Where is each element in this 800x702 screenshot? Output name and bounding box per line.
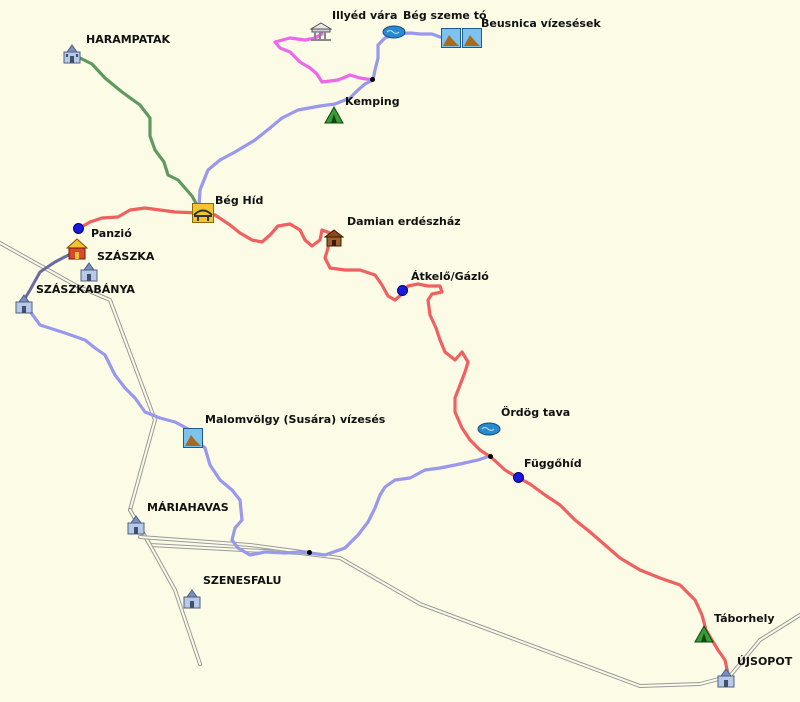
waterfall-icon[interactable]	[441, 28, 461, 48]
lake-icon[interactable]	[477, 421, 501, 437]
bridge-icon[interactable]	[192, 203, 214, 223]
poi-label-ordog-tava: Ördög tava	[501, 406, 571, 419]
waterfall-icon[interactable]	[462, 28, 482, 48]
house-icon[interactable]	[66, 238, 88, 260]
church-icon[interactable]	[182, 589, 202, 609]
poi-label-illyed-vara: Illyéd vára	[332, 9, 398, 22]
place-label-szaszka: SZÁSZKA	[97, 250, 155, 263]
tent-icon[interactable]	[694, 625, 714, 643]
place-label-szaszkabanya: SZÁSZKABÁNYA	[36, 283, 135, 296]
church-icon[interactable]	[716, 668, 736, 688]
route-pink	[273, 32, 375, 84]
poi-label-damian: Damian erdészház	[347, 215, 461, 228]
waypoint-icon[interactable]	[397, 285, 408, 296]
poi-label-kemping: Kemping	[345, 95, 400, 108]
poi-label-atkelo: Átkelő/Gázló	[411, 270, 489, 283]
cabin-icon[interactable]	[324, 229, 344, 247]
castle-icon[interactable]	[310, 22, 332, 42]
tent-icon[interactable]	[324, 106, 344, 124]
junction-point	[370, 77, 375, 82]
road-branch	[138, 535, 312, 555]
place-label-harampatak: HARAMPATAK	[86, 33, 171, 46]
route-red	[76, 206, 730, 676]
church-icon[interactable]	[62, 44, 82, 64]
road-main	[0, 241, 800, 688]
place-label-mariahavas: MÁRIAHAVAS	[147, 501, 229, 514]
junction-point	[307, 550, 312, 555]
waypoint-icon[interactable]	[73, 223, 84, 234]
poi-label-taborhely: Táborhely	[714, 612, 775, 625]
poi-label-beusnica: Beusnica vízesések	[481, 17, 601, 30]
junction-point	[488, 454, 493, 459]
route-dark-link	[22, 248, 80, 302]
place-label-ujsopot: ÚJSOPOT	[737, 655, 793, 668]
waterfall-icon[interactable]	[183, 428, 203, 448]
route-green	[74, 54, 199, 207]
route-blue-north	[197, 31, 452, 209]
waypoint-icon[interactable]	[513, 472, 524, 483]
church-icon[interactable]	[79, 262, 99, 282]
church-icon[interactable]	[126, 515, 146, 535]
place-label-szenesfalu: SZENESFALU	[203, 574, 282, 587]
route-blue-south	[22, 301, 492, 557]
poi-label-panzio: Panzió	[91, 227, 132, 240]
poi-label-beg-hid: Bég Híd	[215, 194, 264, 207]
church-icon[interactable]	[14, 294, 34, 314]
lake-icon[interactable]	[382, 24, 406, 40]
poi-label-beg-szeme-to: Bég szeme tó	[403, 9, 487, 22]
poi-label-malomvolgy: Malomvölgy (Susára) vízesés	[205, 413, 386, 426]
poi-label-fuggohid: Függőhíd	[524, 457, 582, 470]
